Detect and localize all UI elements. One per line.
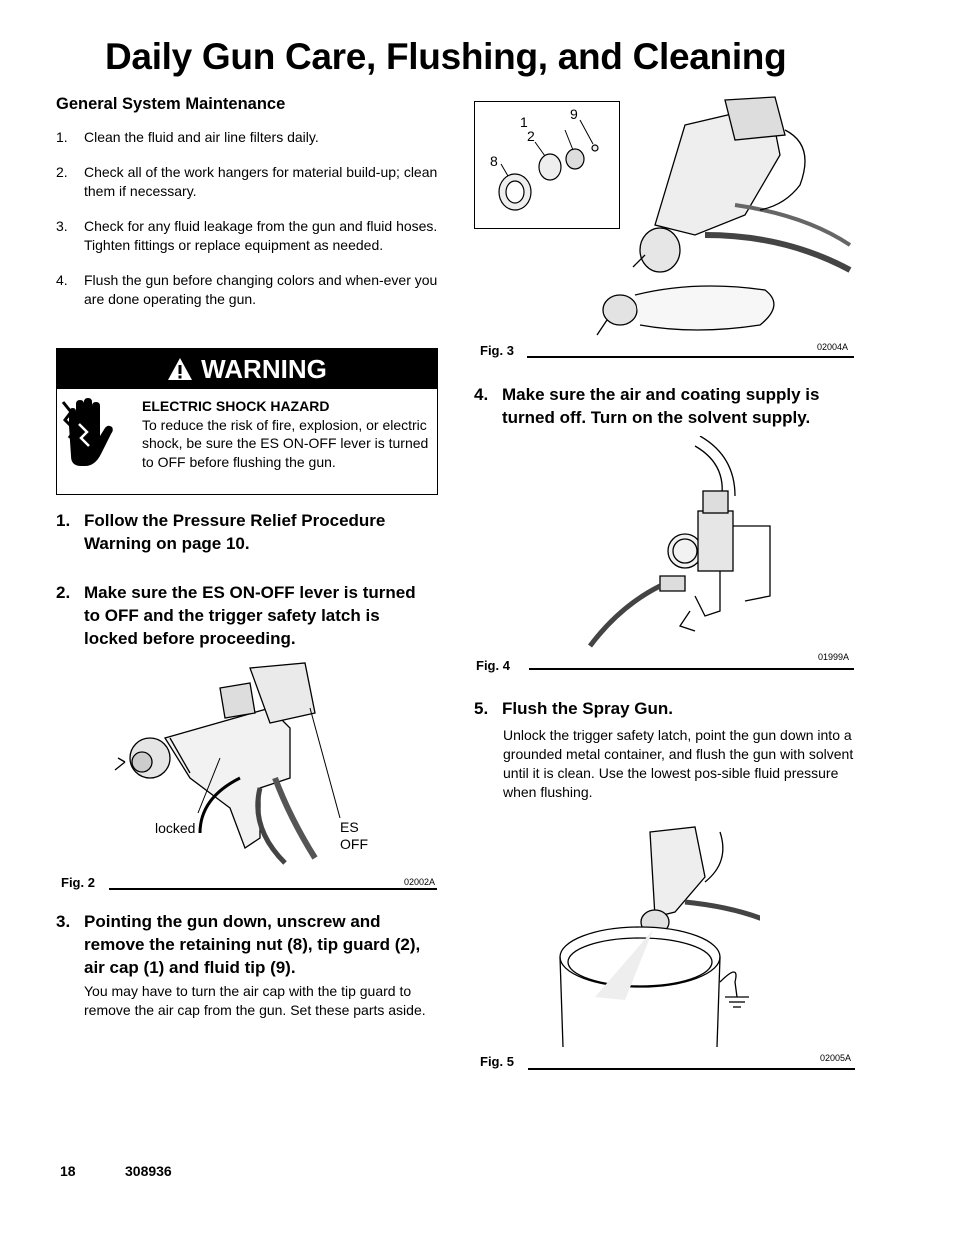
warning-box: WARNING ELECTRIC SHOCK HAZARD To reduce … [56,348,438,495]
step-3: 3.Pointing the gun down, unscrew and rem… [56,912,421,977]
warning-description: To reduce the risk of fire, explosion, o… [142,416,429,470]
fig2-rule [109,888,437,890]
fig2-label: Fig. 2 [61,875,95,890]
fig5-flush-container-illustration [559,826,760,1047]
page-title: Daily Gun Care, Flushing, and Cleaning [105,36,787,77]
fig2-spray-gun-illustration [114,662,341,865]
part-label-8: 8 [490,153,498,169]
fig3-gun-removal-illustration [596,96,852,336]
document-number: 308936 [125,1163,172,1179]
part-label-2: 2 [527,128,535,144]
maintenance-list: 1.Clean the fluid and air line filters d… [56,128,441,325]
step-3-body: You may have to turn the air cap with th… [84,983,426,1018]
fig4-label: Fig. 4 [476,658,510,673]
list-item: 1.Clean the fluid and air line filters d… [56,129,319,145]
page-number: 18 [60,1163,76,1179]
callout-locked: locked [155,820,196,836]
warning-header: WARNING [57,349,437,389]
part-label-1: 1 [520,114,528,130]
list-item: 3.Check for any fluid leakage from the g… [56,218,438,253]
warning-text: ELECTRIC SHOCK HAZARD To reduce the risk… [142,397,432,471]
step-4: 4.Make sure the air and coating supply i… [474,385,820,427]
section-heading: General System Maintenance [56,95,286,113]
step-2: 2.Make sure the ES ON-OFF lever is turne… [56,583,416,648]
fig2-code: 02002A [404,877,436,887]
list-item: 4.Flush the gun before changing colors a… [56,272,438,307]
electric-shock-icon [61,398,113,466]
part-label-9: 9 [570,106,578,122]
fig3-label: Fig. 3 [480,343,514,358]
fig3-parts-inset: 1 9 2 8 [474,101,620,229]
fig5-label: Fig. 5 [480,1054,514,1069]
fig4-code: 01999A [818,652,850,662]
fig3-rule [527,356,854,358]
warning-label: WARNING [201,353,327,384]
step-1: 1.Follow the Pressure Relief Procedure W… [56,511,386,553]
fig3-code: 02004A [817,342,849,352]
hazard-title: ELECTRIC SHOCK HAZARD [142,398,330,414]
step-5-body: Unlock the trigger safety latch, point t… [503,727,854,800]
fig5-rule [528,1068,855,1070]
warning-triangle-icon [168,358,193,380]
list-item: 2.Check all of the work hangers for mate… [56,164,438,199]
step-5: 5.Flush the Spray Gun. [474,699,673,718]
fig5-code: 02005A [820,1053,852,1063]
fig4-rule [529,668,854,670]
callout-es-off: ES OFF [340,819,368,852]
exploded-parts-icon [498,119,599,211]
fig4-regulator-illustration [588,436,771,648]
